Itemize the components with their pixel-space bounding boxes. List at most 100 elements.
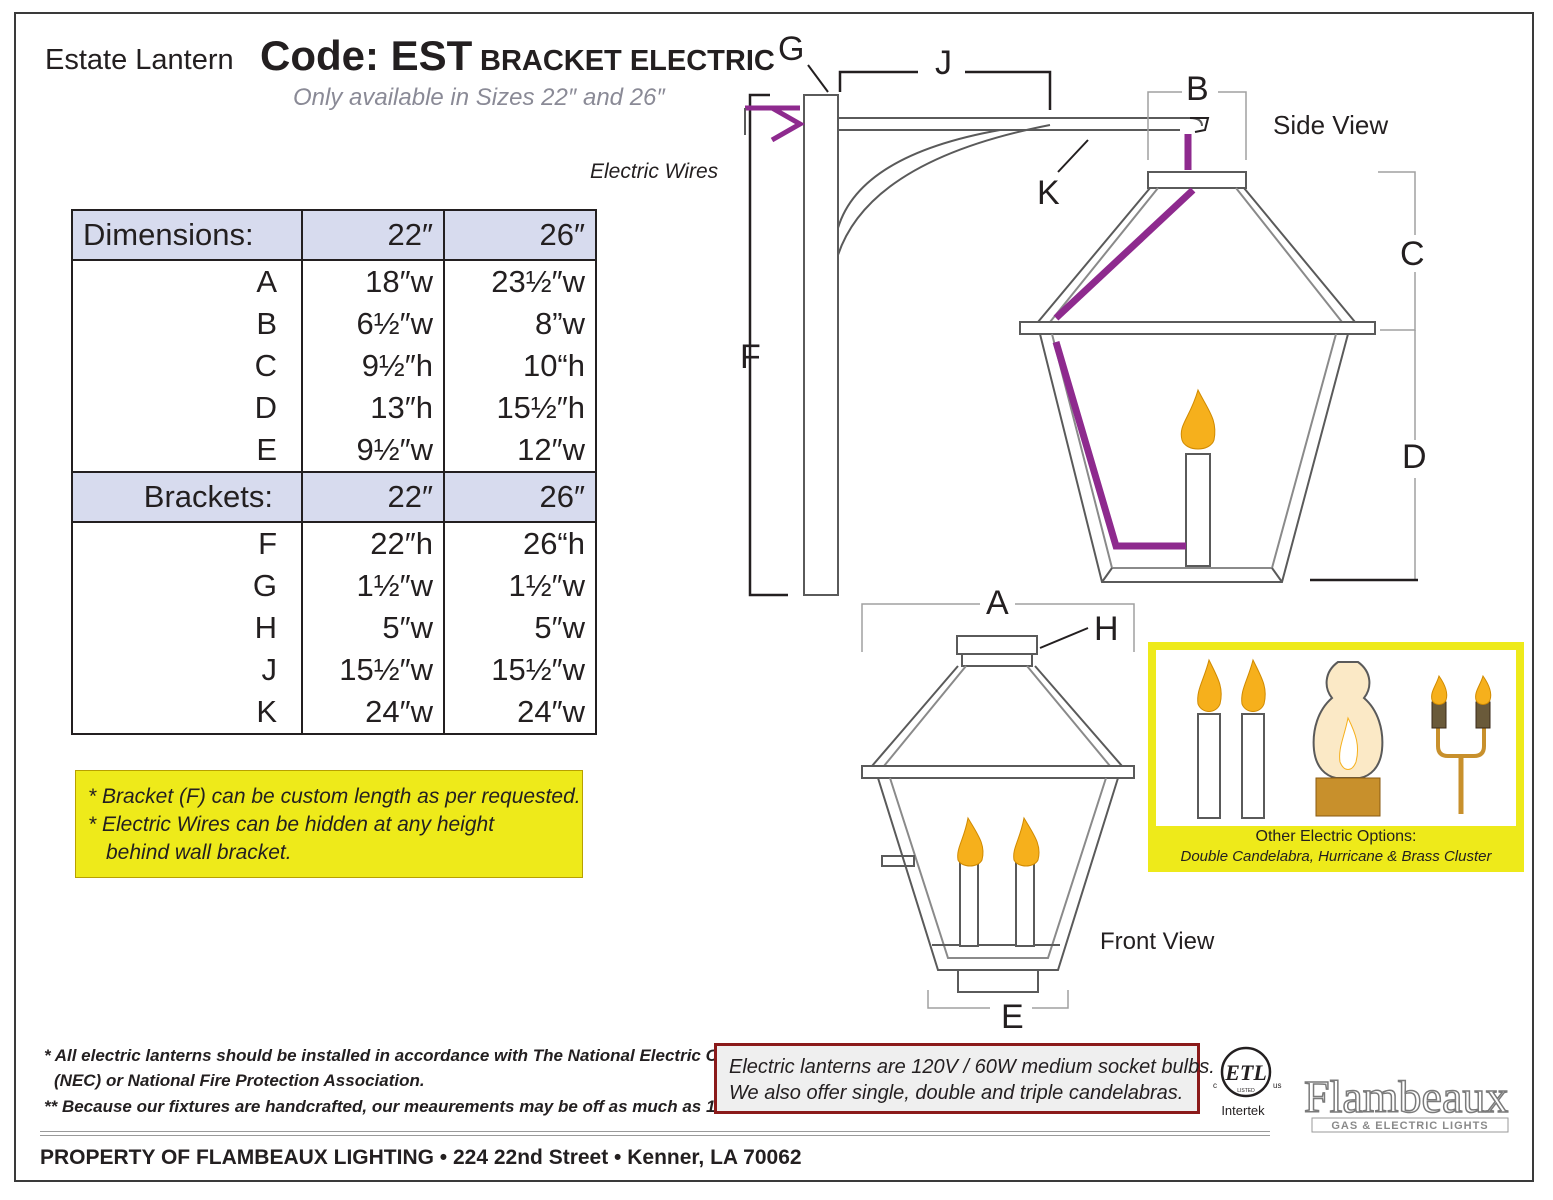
bracket-22: 22″h <box>301 522 445 565</box>
bracket-22: 5″w <box>301 607 445 649</box>
footnote-line: (NEC) or National Fire Protection Associ… <box>54 1071 425 1090</box>
dim-letter: D <box>71 387 303 429</box>
dim-22: 9½″w <box>301 429 445 472</box>
front-view-lantern <box>861 603 1135 1009</box>
product-type: BRACKET ELECTRIC <box>480 45 775 77</box>
etl-c: c <box>1213 1081 1217 1090</box>
bracket-letter: H <box>71 607 303 649</box>
table-row: A 18″w 23½″w <box>71 260 597 303</box>
options-subtitle: Double Candelabra, Hurricane & Brass Clu… <box>1180 848 1492 865</box>
etl-certification: ETL LISTED c us Intertek <box>1213 1042 1283 1123</box>
electric-wires-label: Electric Wires <box>590 160 719 183</box>
label-c: C <box>1400 235 1425 273</box>
dim-22: 13″h <box>301 387 445 429</box>
table-row: J 15½″w 15½″w <box>71 649 597 691</box>
bracket-letter: J <box>71 649 303 691</box>
label-h: H <box>1094 610 1119 648</box>
property-line: PROPERTY OF FLAMBEAUX LIGHTING • 224 22n… <box>40 1146 802 1169</box>
dim-line-f <box>748 93 788 597</box>
dimensions-table: Dimensions: 22″ 26″ A 18″w 23½″w B 6½″w … <box>71 209 597 735</box>
dim-26: 15½″h <box>443 387 597 429</box>
brand-name: Flambeaux <box>1304 1071 1508 1122</box>
etl-company: Intertek <box>1221 1103 1265 1118</box>
bracket-brace-inner <box>837 129 1001 229</box>
label-f: F <box>740 338 761 376</box>
size-availability: Only available in Sizes 22″ and 26″ <box>293 84 665 111</box>
custom-notes-box: * Bracket (F) can be custom length as pe… <box>75 770 583 878</box>
table-row: E 9½″w 12″w <box>71 429 597 472</box>
dim-26: 10“h <box>443 345 597 387</box>
dim-letter: C <box>71 345 303 387</box>
table-row: G 1½″w 1½″w <box>71 565 597 607</box>
label-g: G <box>778 30 805 68</box>
label-k: K <box>1037 174 1060 212</box>
side-view-label: Side View <box>1273 110 1389 140</box>
brackets-header-label: Brackets: <box>71 471 303 523</box>
options-svg <box>1197 658 1492 819</box>
product-code: Code: EST <box>260 32 473 79</box>
dim-22: 18″w <box>301 260 445 303</box>
footer-rule <box>40 1131 1270 1136</box>
bracket-letter: K <box>71 691 303 734</box>
brackets-header-row: Brackets: 22″ 26″ <box>71 471 597 523</box>
label-d: D <box>1402 438 1427 476</box>
front-flame-right-icon <box>1013 816 1040 867</box>
table-row: F 22″h 26“h <box>71 522 597 565</box>
double-candelabra-icon <box>1197 658 1266 819</box>
etl-mark: ETL <box>1224 1060 1267 1085</box>
product-name: Estate Lantern <box>45 44 234 76</box>
table-row: D 13″h 15½″h <box>71 387 597 429</box>
dim-26: 23½″w <box>443 260 597 303</box>
electric-options-box: Other Electric Options: Double Candelabr… <box>1148 642 1524 872</box>
front-flame-left-icon <box>957 816 984 867</box>
footnote-line: * All electric lanterns should be instal… <box>44 1046 749 1065</box>
bracket-letter: F <box>71 522 303 565</box>
dimensions-header-label: Dimensions: <box>71 209 303 261</box>
etl-listed: LISTED <box>1237 1088 1255 1094</box>
info-line: We also offer single, double and triple … <box>729 1082 1184 1104</box>
options-illustration <box>1156 650 1516 826</box>
flambeaux-logo: Flambeaux GAS & ELECTRIC LIGHTS <box>1300 1066 1515 1141</box>
table-row: C 9½″h 10“h <box>71 345 597 387</box>
note-line: * Electric Wires can be hidden at any he… <box>88 813 495 836</box>
table-row: H 5″w 5″w <box>71 607 597 649</box>
dimensions-header-26: 26″ <box>443 209 597 261</box>
dim-22: 6½″w <box>301 303 445 345</box>
etl-us: us <box>1273 1081 1281 1090</box>
label-j: J <box>935 44 952 82</box>
brass-cluster-icon <box>1431 674 1492 814</box>
label-e: E <box>1001 998 1024 1036</box>
bracket-26: 1½″w <box>443 565 597 607</box>
flambeaux-logo-icon: Flambeaux GAS & ELECTRIC LIGHTS <box>1303 1070 1509 1133</box>
dim-22: 9½″h <box>301 345 445 387</box>
bracket-letter: G <box>71 565 303 607</box>
brand-tagline: GAS & ELECTRIC LIGHTS <box>1331 1120 1488 1132</box>
dim-letter: E <box>71 429 303 472</box>
brackets-header-22: 22″ <box>301 471 445 523</box>
note-line: behind wall bracket. <box>106 841 292 864</box>
table-row: B 6½″w 8”w <box>71 303 597 345</box>
bracket-22: 24″w <box>301 691 445 734</box>
info-line: Electric lanterns are 120V / 60W medium … <box>729 1056 1215 1078</box>
dimensions-header-22: 22″ <box>301 209 445 261</box>
electric-wire <box>1052 134 1196 550</box>
table-row: K 24″w 24″w <box>71 691 597 734</box>
wall-plate <box>803 94 839 596</box>
bracket-26: 15½″w <box>443 649 597 691</box>
page-frame <box>14 12 1534 1182</box>
brackets-header-26: 26″ <box>443 471 597 523</box>
dim-letter: B <box>71 303 303 345</box>
footnote-line: ** Because our fixtures are handcrafted,… <box>44 1097 729 1116</box>
bracket-22: 15½″w <box>301 649 445 691</box>
bracket-brace <box>837 124 1051 256</box>
dim-letter: A <box>71 260 303 303</box>
bracket-26: 24″w <box>443 691 597 734</box>
etl-logo-icon: ETL LISTED c us Intertek <box>1213 1046 1281 1118</box>
bulb-info-box: Electric lanterns are 120V / 60W medium … <box>714 1043 1215 1114</box>
dimensions-header-row: Dimensions: 22″ 26″ <box>71 209 597 261</box>
hurricane-icon <box>1312 661 1384 817</box>
note-line: * Bracket (F) can be custom length as pe… <box>88 785 581 808</box>
wire-entry-arrow <box>745 105 806 143</box>
dim-26: 8”w <box>443 303 597 345</box>
side-flame-icon <box>1180 388 1216 450</box>
